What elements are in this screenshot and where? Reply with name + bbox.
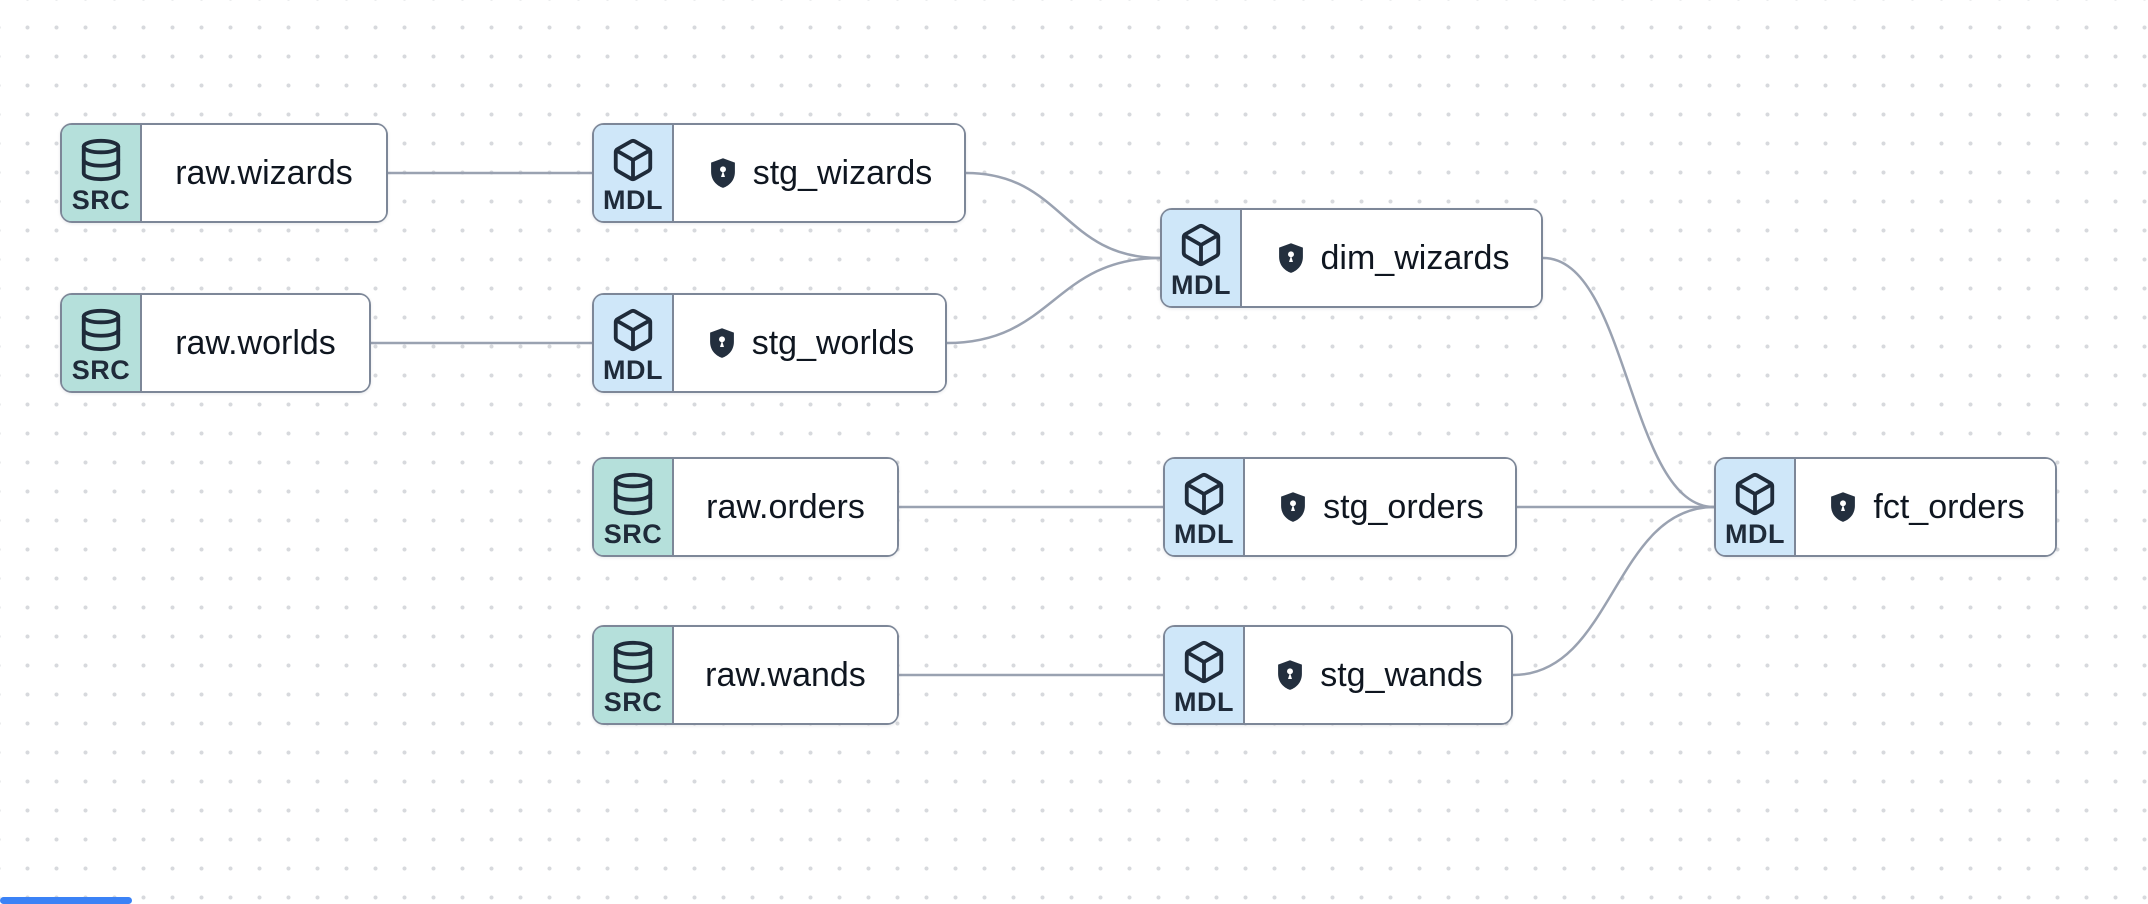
mdl-type-badge: MDL <box>594 125 674 221</box>
node-type-label: MDL <box>1171 269 1231 300</box>
node-body: raw.worlds <box>142 295 369 391</box>
node-raw_orders[interactable]: SRC raw.orders <box>592 457 899 557</box>
node-type-label: MDL <box>1174 686 1234 717</box>
node-type-label: MDL <box>1725 518 1785 549</box>
mdl-type-badge: MDL <box>594 295 674 391</box>
shield-icon <box>705 326 739 360</box>
edge-stg_wizards-to-dim_wizards <box>964 171 1162 260</box>
node-body: stg_wands <box>1245 627 1511 723</box>
node-stg_orders[interactable]: MDL stg_orders <box>1163 457 1517 557</box>
node-type-label: SRC <box>71 354 131 385</box>
node-body: fct_orders <box>1796 459 2055 555</box>
node-label: dim_wizards <box>1320 238 1510 277</box>
cube-icon <box>1178 222 1224 268</box>
node-type-label: SRC <box>603 518 663 549</box>
shield-icon <box>1274 241 1308 275</box>
node-stg_worlds[interactable]: MDL stg_worlds <box>592 293 947 393</box>
node-raw_wizards[interactable]: SRC raw.wizards <box>60 123 388 223</box>
node-label: raw.wizards <box>175 153 353 192</box>
node-body: raw.wizards <box>142 125 386 221</box>
edge-stg_wands-to-fct_orders <box>1511 505 1716 677</box>
node-raw_worlds[interactable]: SRC raw.worlds <box>60 293 371 393</box>
node-body: dim_wizards <box>1242 210 1541 306</box>
node-label: raw.worlds <box>175 323 336 362</box>
node-raw_wands[interactable]: SRC raw.wands <box>592 625 899 725</box>
shield-icon <box>1273 658 1307 692</box>
node-body: stg_worlds <box>674 295 945 391</box>
node-dim_wizards[interactable]: MDL dim_wizards <box>1160 208 1543 308</box>
node-stg_wands[interactable]: MDL stg_wands <box>1163 625 1513 725</box>
shield-icon <box>1276 490 1310 524</box>
node-body: raw.orders <box>674 459 897 555</box>
node-label: stg_wands <box>1320 655 1483 694</box>
node-type-label: MDL <box>603 354 663 385</box>
edge-stg_worlds-to-dim_wizards <box>945 256 1162 345</box>
node-fct_orders[interactable]: MDL fct_orders <box>1714 457 2057 557</box>
node-stg_wizards[interactable]: MDL stg_wizards <box>592 123 966 223</box>
node-type-label: MDL <box>603 184 663 215</box>
cube-icon <box>1732 471 1778 517</box>
cube-icon <box>610 307 656 353</box>
database-icon <box>78 307 124 353</box>
mdl-type-badge: MDL <box>1165 459 1245 555</box>
cube-icon <box>1181 639 1227 685</box>
cube-icon <box>1181 471 1227 517</box>
node-type-label: SRC <box>603 686 663 717</box>
node-body: raw.wands <box>674 627 897 723</box>
node-label: stg_orders <box>1323 487 1484 526</box>
shield-icon <box>706 156 740 190</box>
node-body: stg_wizards <box>674 125 964 221</box>
edge-dim_wizards-to-fct_orders <box>1541 256 1716 509</box>
database-icon <box>78 137 124 183</box>
mdl-type-badge: MDL <box>1716 459 1796 555</box>
src-type-badge: SRC <box>62 295 142 391</box>
mdl-type-badge: MDL <box>1165 627 1245 723</box>
src-type-badge: SRC <box>62 125 142 221</box>
node-body: stg_orders <box>1245 459 1515 555</box>
node-label: stg_wizards <box>752 153 933 192</box>
horizontal-scrollbar[interactable] <box>0 897 132 904</box>
database-icon <box>610 639 656 685</box>
node-label: stg_worlds <box>751 323 915 362</box>
shield-icon <box>1826 490 1860 524</box>
node-type-label: MDL <box>1174 518 1234 549</box>
database-icon <box>610 471 656 517</box>
node-label: fct_orders <box>1873 487 2025 526</box>
src-type-badge: SRC <box>594 459 674 555</box>
cube-icon <box>610 137 656 183</box>
node-label: raw.orders <box>706 487 865 526</box>
node-type-label: SRC <box>71 184 131 215</box>
mdl-type-badge: MDL <box>1162 210 1242 306</box>
node-label: raw.wands <box>705 655 866 694</box>
src-type-badge: SRC <box>594 627 674 723</box>
